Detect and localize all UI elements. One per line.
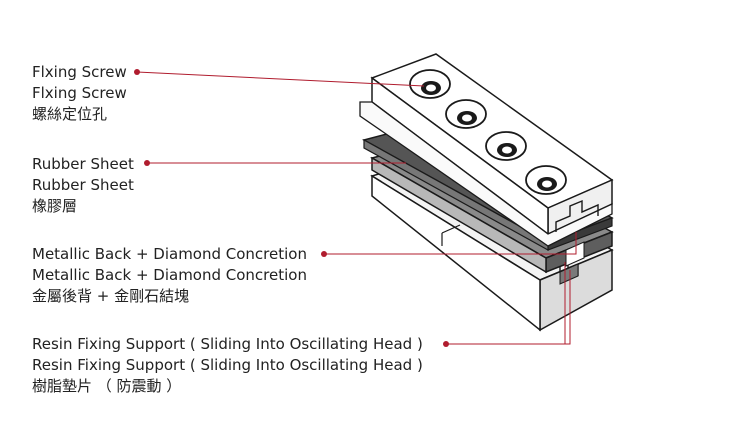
label-rubber-sheet: Rubber Sheet Rubber Sheet 橡膠層 [32,154,134,217]
label-metallic-back: Metallic Back + Diamond Concretion Metal… [32,244,307,307]
top-block-t-slot [555,199,599,232]
resin-seam-line [441,224,461,234]
leader-resin-support [446,270,571,345]
label-metallic-back-en2: Metallic Back + Diamond Concretion [32,266,307,284]
label-fixing-screw-zh: 螺絲定位孔 [32,105,108,123]
label-fixing-screw-en1: Flxing Screw [32,63,127,81]
label-rubber-sheet-en2: Rubber Sheet [32,176,134,194]
label-rubber-sheet-en1: Rubber Sheet [32,155,134,173]
metal-left-face [371,156,547,274]
rubber-left-face [363,138,549,252]
screw-hole-3 [485,131,527,161]
leader-dot-resin-support [443,341,449,347]
label-fixing-screw: Flxing Screw Flxing Screw 螺絲定位孔 [32,62,127,125]
top-block-with-screws [359,53,614,247]
leader-lines [134,69,577,347]
label-metallic-back-zh: 金屬後背 + 金剛石結塊 [32,287,190,305]
screw-hole-1 [409,69,451,99]
screw-hole-2 [445,99,487,129]
label-fixing-screw-en2: Flxing Screw [32,84,127,102]
leader-dot-fixing-screw [134,69,140,75]
label-resin-support-en1: Resin Fixing Support ( Sliding Into Osci… [32,335,423,353]
resin-left-face [371,174,541,332]
label-resin-support-zh: 樹脂墊片 （ 防震動 ） [32,377,182,395]
leader-metallic-back-up [464,232,577,255]
label-resin-support: Resin Fixing Support ( Sliding Into Osci… [32,334,423,397]
label-rubber-sheet-zh: 橡膠層 [32,197,78,215]
label-metallic-back-en1: Metallic Back + Diamond Concretion [32,245,307,263]
screw-hole-4 [525,165,567,195]
top-block-lip [359,101,613,247]
leader-fixing-screw [136,71,425,87]
label-resin-support-en2: Resin Fixing Support ( Sliding Into Osci… [32,356,423,374]
leader-dot-metallic-back [321,251,327,257]
leader-dot-rubber-sheet [144,160,150,166]
